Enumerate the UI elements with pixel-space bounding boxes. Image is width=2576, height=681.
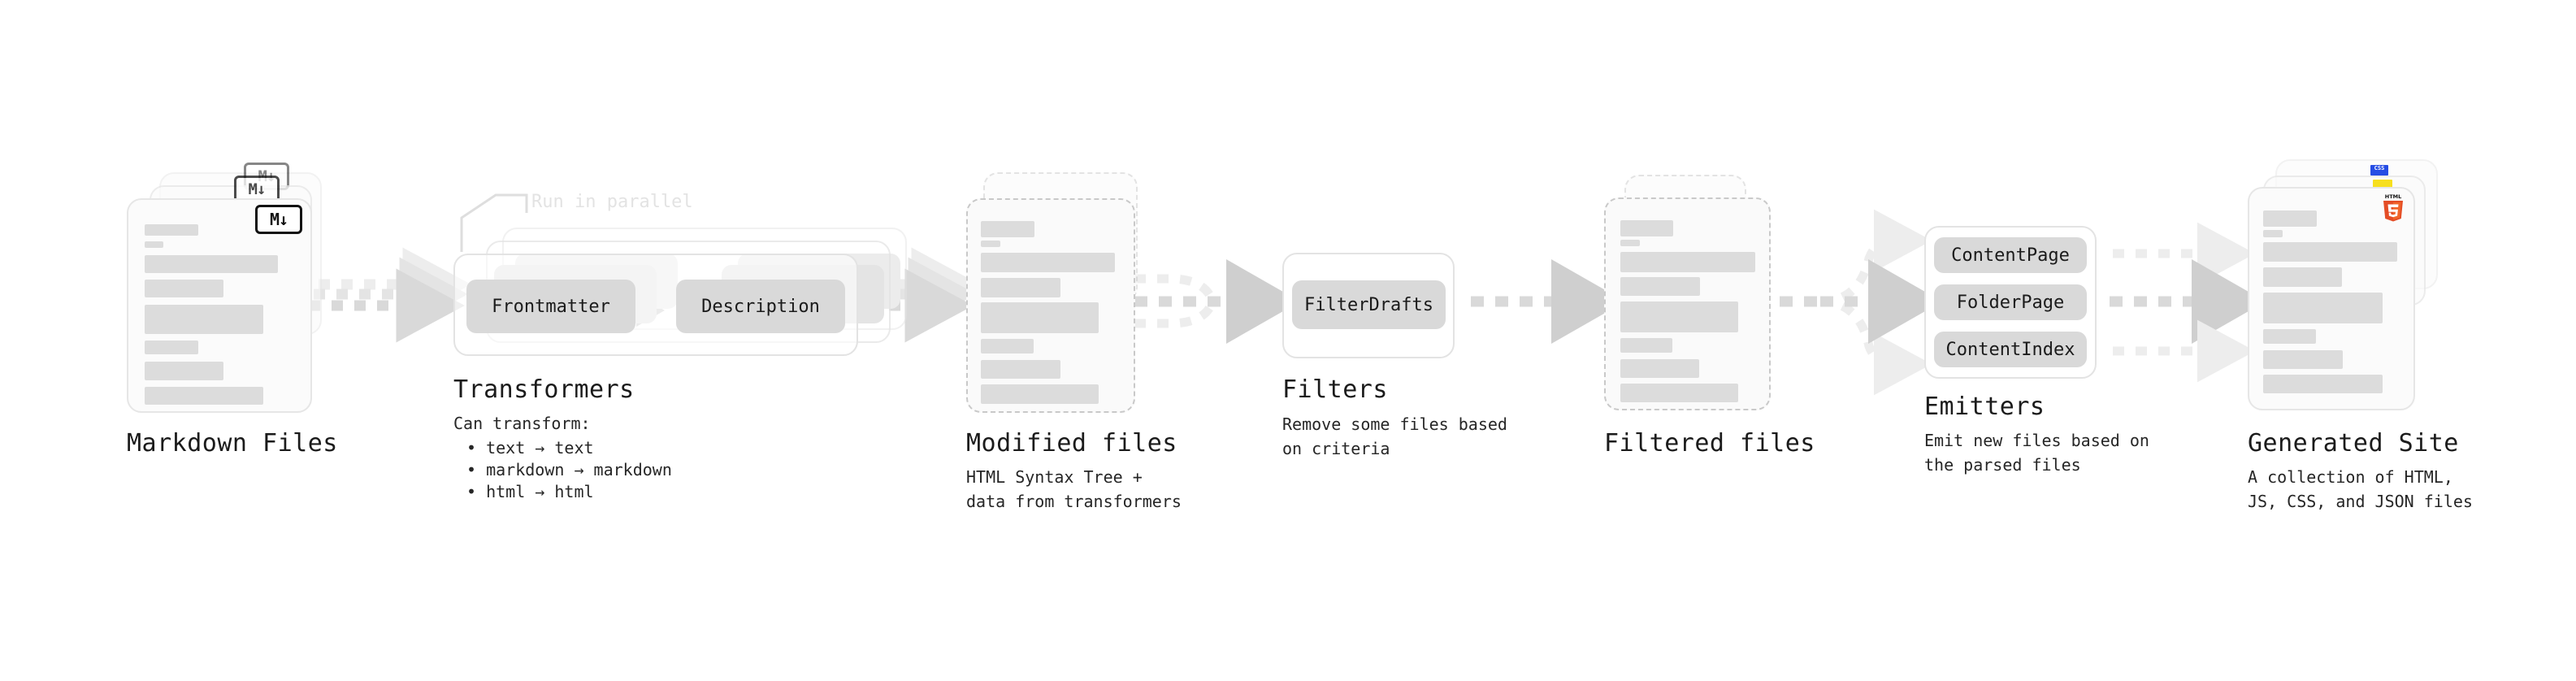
connector-markdown-to-transformers	[309, 247, 471, 343]
emitter-chip-contentpage[interactable]: ContentPage	[1934, 237, 2087, 273]
skeleton-line	[981, 360, 1060, 379]
transformers-bullet-2: • html → html	[466, 482, 594, 501]
skeleton-line	[145, 305, 263, 334]
skeleton-line	[1620, 277, 1700, 296]
skeleton-line	[1620, 359, 1699, 378]
stage-label-markdown-files: Markdown Files	[127, 429, 338, 458]
stage-label-filtered-files: Filtered files	[1604, 429, 1815, 458]
skeleton-line	[145, 280, 223, 297]
connector-emitters-to-site	[2110, 222, 2266, 383]
emitters-description: Emit new files based on the parsed files	[1924, 431, 2149, 475]
skeleton-line	[145, 241, 163, 248]
skeleton-line	[1620, 384, 1738, 402]
skeleton-line	[981, 339, 1034, 354]
skeleton-line	[2263, 375, 2383, 393]
skeleton-line	[981, 302, 1099, 333]
filters-description: Remove some files based on criteria	[1282, 414, 1507, 458]
skeleton-line	[2263, 242, 2397, 262]
transformer-chip-description[interactable]: Description	[676, 280, 845, 333]
skeleton-line	[2263, 210, 2317, 227]
skeleton-line	[145, 340, 198, 354]
transformer-chip-frontmatter[interactable]: Frontmatter	[466, 280, 635, 333]
skeleton-line	[1620, 252, 1755, 272]
skeleton-line	[981, 384, 1099, 404]
stage-label-emitters: Emitters	[1924, 393, 2045, 421]
stage-label-filters: Filters	[1282, 375, 1388, 404]
skeleton-line	[1620, 220, 1673, 236]
bullet-text: html → html	[486, 482, 594, 501]
stage-label-transformers: Transformers	[453, 375, 635, 404]
skeleton-line	[2263, 230, 2283, 237]
stage-label-generated-site: Generated Site	[2248, 429, 2459, 458]
svg-text:HTML: HTML	[2385, 193, 2401, 200]
stage-label-modified-files: Modified files	[966, 429, 1177, 458]
skeleton-line	[1620, 338, 1672, 353]
skeleton-line	[145, 255, 278, 273]
transformers-bullet-1: • markdown → markdown	[466, 460, 672, 479]
connector-filtered-to-emitters	[1780, 209, 1942, 396]
emitter-chip-folderpage[interactable]: FolderPage	[1934, 284, 2087, 320]
generated-site-description: A collection of HTML, JS, CSS, and JSON …	[2248, 467, 2473, 511]
skeleton-line	[981, 253, 1115, 272]
skeleton-line	[981, 241, 1000, 247]
transformers-description: Can transform:	[453, 414, 591, 433]
filter-chip-filterdrafts[interactable]: FilterDrafts	[1292, 280, 1446, 329]
css3-badge-icon: CSS	[2370, 165, 2388, 176]
transformers-bullet-0: • text → text	[466, 438, 594, 458]
skeleton-line	[1620, 240, 1640, 246]
skeleton-line	[145, 362, 223, 380]
emitter-chip-contentindex[interactable]: ContentIndex	[1934, 332, 2087, 367]
connector-modified-to-filters	[1134, 259, 1300, 344]
skeleton-line	[2263, 329, 2316, 344]
skeleton-line	[2263, 267, 2342, 287]
skeleton-line	[2263, 293, 2383, 323]
skeleton-line	[2263, 350, 2343, 369]
skeleton-line	[145, 224, 198, 236]
bullet-text: text → text	[486, 438, 594, 458]
modified-files-description: HTML Syntax Tree + data from transformer…	[966, 467, 1182, 511]
markdown-badge-icon: M↓	[255, 205, 302, 234]
skeleton-line	[145, 387, 263, 405]
skeleton-line	[981, 221, 1034, 237]
skeleton-line	[981, 278, 1060, 297]
bullet-text: markdown → markdown	[486, 460, 672, 479]
run-in-parallel-label: Run in parallel	[531, 192, 693, 212]
skeleton-line	[1620, 301, 1738, 332]
html5-badge-icon: HTML	[2381, 192, 2405, 223]
